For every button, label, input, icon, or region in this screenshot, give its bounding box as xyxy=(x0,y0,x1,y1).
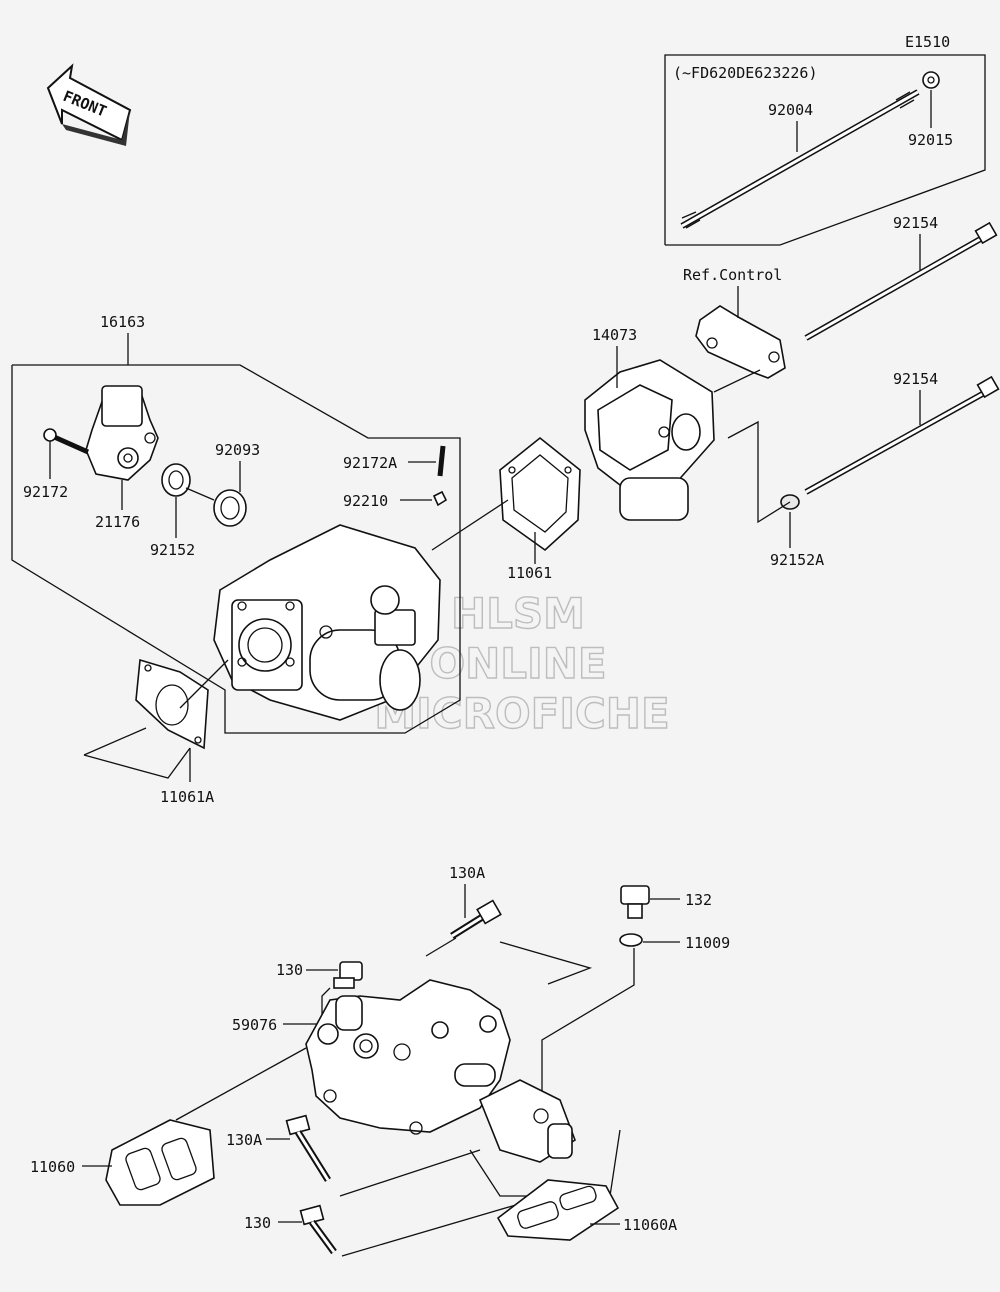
throttle-body-icon xyxy=(213,524,441,721)
part-label-92004: 92004 xyxy=(768,101,813,119)
bolt-130-bottom-icon xyxy=(299,1204,337,1255)
control-bracket-icon xyxy=(695,305,786,379)
gasket-11061A-icon xyxy=(135,658,209,750)
bolt-130A-top-icon xyxy=(450,899,502,939)
bolt-130A-left-icon xyxy=(285,1114,331,1182)
gasket-11060-icon xyxy=(105,1119,215,1206)
bolt-130-top-icon xyxy=(333,961,363,989)
oring-92093-icon xyxy=(213,489,247,527)
bolt-92154-mid-icon xyxy=(804,375,1000,495)
throttle-body-group-outline xyxy=(11,364,461,734)
part-label-92172: 92172 xyxy=(23,483,68,501)
bolt-92154-top-icon xyxy=(804,221,998,341)
serial-variant-box: (~FD620DE623226) xyxy=(664,54,986,246)
washer-11009-icon xyxy=(619,933,643,947)
screw-92172A-icon xyxy=(437,445,446,477)
gasket-11061-icon xyxy=(499,436,581,552)
part-label-92172A: 92172A xyxy=(343,454,397,472)
part-label-11060: 11060 xyxy=(30,1158,75,1176)
part-label-11060A: 11060A xyxy=(623,1216,677,1234)
part-label-92210: 92210 xyxy=(343,492,388,510)
part-label-92152: 92152 xyxy=(150,541,195,559)
part-label-130-top: 130 xyxy=(276,961,303,979)
gasket-11060A-icon xyxy=(496,1179,620,1241)
watermark-line-3: MICROFICHE xyxy=(374,689,669,738)
nut-icon xyxy=(922,71,940,89)
serial-note: (~FD620DE623226) xyxy=(673,64,818,82)
ref-control-label: Ref.Control xyxy=(683,266,782,284)
intake-joint-14073-icon xyxy=(584,359,715,521)
part-label-92093: 92093 xyxy=(215,441,260,459)
diagram-code: E1510 xyxy=(905,33,950,51)
part-label-92015: 92015 xyxy=(908,131,953,149)
clip-92152-icon xyxy=(161,463,191,497)
part-label-130-bottom: 130 xyxy=(244,1214,271,1232)
screw-92172-icon xyxy=(43,428,90,455)
part-label-21176: 21176 xyxy=(95,513,140,531)
part-label-11009: 11009 xyxy=(685,934,730,952)
part-label-92154-top: 92154 xyxy=(893,214,938,232)
water-housing-59076-icon xyxy=(305,979,576,1163)
plug-132-icon xyxy=(620,885,650,919)
watermark: HLSM ONLINE MICROFICHE xyxy=(374,588,671,738)
part-label-11061A: 11061A xyxy=(160,788,214,806)
throttle-sensor-21176-icon xyxy=(85,385,159,481)
part-label-132: 132 xyxy=(685,891,712,909)
part-label-92152A: 92152A xyxy=(770,551,824,569)
part-label-11061: 11061 xyxy=(507,564,552,582)
part-label-14073: 14073 xyxy=(592,326,637,344)
part-label-59076: 59076 xyxy=(232,1016,277,1034)
watermark-line-1: HLSM xyxy=(451,589,585,638)
nut-92210-icon xyxy=(432,490,448,507)
part-label-16163: 16163 xyxy=(100,313,145,331)
part-label-130A-left: 130A xyxy=(226,1131,262,1149)
watermark-line-2: ONLINE xyxy=(429,639,606,688)
part-label-92154-mid: 92154 xyxy=(893,370,938,388)
part-label-130A-top: 130A xyxy=(449,864,485,882)
front-arrow-icon: FRONT xyxy=(46,63,132,146)
